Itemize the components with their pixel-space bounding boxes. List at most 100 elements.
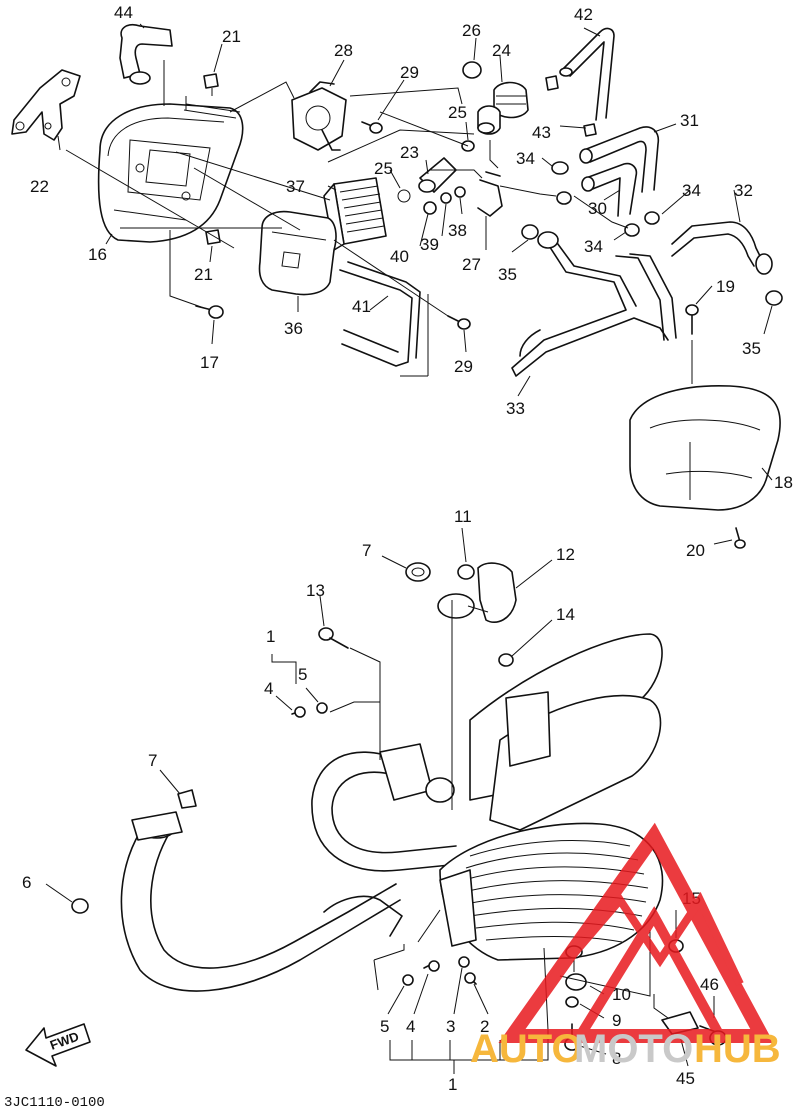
part-16-air-cleaner-case: [97, 103, 244, 243]
callout-22: 22: [30, 177, 49, 196]
callout-2: 2: [480, 1017, 489, 1036]
part-29-screw-upper: [361, 121, 383, 134]
callout-45: 45: [676, 1069, 695, 1088]
part-36-cover: [258, 210, 337, 296]
leader-lines: [45, 23, 773, 1074]
part-22-bracket: [11, 69, 81, 141]
part-24-reed-valve: [477, 81, 529, 135]
part-27-hose: [477, 171, 503, 217]
callout-labels: 44 21 28 29 26 24 42 25 43 31 22 23 34 2…: [22, 3, 793, 1094]
callout-44: 44: [114, 3, 133, 22]
callout-25: 25: [448, 103, 467, 122]
part-34-clamp-c: [624, 223, 640, 237]
callout-32: 32: [734, 181, 753, 200]
callout-35: 35: [742, 339, 761, 358]
part-37-filter-element: [323, 177, 387, 251]
diagram-code: 3JC1110-0100: [4, 1095, 105, 1111]
watermark-part-moto: MOTO: [574, 1027, 693, 1071]
callout-26: 26: [462, 21, 481, 40]
callout-46: 46: [700, 975, 719, 994]
callout-3: 3: [446, 1017, 455, 1036]
part-10-washer: [565, 973, 587, 991]
part-40-washer: [423, 201, 437, 215]
callout-19: 19: [716, 277, 735, 296]
part-7-gasket-upper: [405, 562, 431, 582]
watermark-text: AUTO MOTO HUB: [470, 1027, 781, 1071]
callout-18: 18: [774, 473, 793, 492]
callout-9: 9: [612, 1011, 621, 1030]
callout-38: 38: [448, 221, 467, 240]
callout-10: 10: [612, 985, 631, 1004]
callout-4: 4: [406, 1017, 415, 1036]
part-11-gasket: [457, 564, 475, 580]
callout-1: 1: [448, 1075, 457, 1094]
part-34-clamp-a: [551, 161, 569, 175]
callout-1: 1: [266, 627, 275, 646]
rear-exhaust-pipe: [311, 743, 461, 872]
part-41-u-bracket: [339, 261, 421, 367]
part-28-valve: [291, 81, 347, 151]
part-6-nut: [71, 898, 89, 914]
part-12-exhaust-joint: [437, 562, 517, 624]
callout-14: 14: [556, 605, 575, 624]
callout-36: 36: [284, 319, 303, 338]
part-44-elbow-hose: [119, 23, 173, 85]
watermark-part-auto: AUTO: [470, 1027, 583, 1071]
callout-6: 6: [22, 873, 31, 892]
front-exhaust-pipe: [120, 811, 403, 992]
callout-40: 40: [390, 247, 409, 266]
part-7-gasket-lower: [177, 789, 197, 809]
part-25-clip-lower: [397, 189, 411, 203]
callout-8: 8: [612, 1049, 621, 1068]
callout-34: 34: [584, 237, 603, 256]
callout-42: 42: [574, 5, 593, 24]
callout-41: 41: [352, 297, 371, 316]
part-14-nut: [498, 653, 514, 667]
callout-39: 39: [420, 235, 439, 254]
part-32-pipe: [671, 221, 773, 275]
callout-33: 33: [506, 399, 525, 418]
part-5-nut-lower: [402, 974, 414, 986]
watermark-part-hub: HUB: [694, 1027, 781, 1071]
callout-31: 31: [680, 111, 699, 130]
part-2-bolt: [464, 972, 477, 985]
part-23-hose: [418, 157, 457, 193]
callout-16: 16: [88, 245, 107, 264]
part-21-grommet-upper: [203, 73, 219, 96]
part-34-clamp-b: [556, 191, 660, 225]
muffler-upper-chamber: [469, 633, 663, 831]
callout-37: 37: [286, 177, 305, 196]
part-31-hose: [579, 126, 660, 193]
part-39-washer: [440, 192, 452, 204]
callout-27: 27: [462, 255, 481, 274]
part-4-bolt-upper: [291, 706, 306, 718]
callout-17: 17: [200, 353, 219, 372]
callout-7: 7: [148, 751, 157, 770]
part-42-curved-pipe: [559, 27, 615, 121]
part-20-screw: [734, 527, 746, 549]
watermark-logo: [498, 822, 774, 1043]
callout-5: 5: [380, 1017, 389, 1036]
part-38-nut: [454, 186, 466, 198]
callout-11: 11: [454, 507, 472, 526]
part-26-cap: [462, 61, 482, 79]
callout-20: 20: [686, 541, 705, 560]
callout-23: 23: [400, 143, 419, 162]
part-18-side-cover: [629, 385, 781, 511]
part-9-washer: [565, 996, 579, 1008]
callout-4: 4: [264, 679, 273, 698]
callout-29: 29: [454, 357, 473, 376]
callout-5: 5: [298, 665, 307, 684]
part-30-hose: [581, 162, 638, 217]
callout-34: 34: [516, 149, 535, 168]
part-35-cap-right: [765, 290, 783, 306]
callout-30: 30: [588, 199, 607, 218]
muffler-main-body: [439, 822, 664, 961]
part-3-gasket: [458, 956, 470, 968]
callout-24: 24: [492, 41, 511, 60]
callout-35: 35: [498, 265, 517, 284]
part-33-pipe-assembly: [511, 231, 677, 377]
callout-43: 43: [532, 123, 551, 142]
callout-28: 28: [334, 41, 353, 60]
